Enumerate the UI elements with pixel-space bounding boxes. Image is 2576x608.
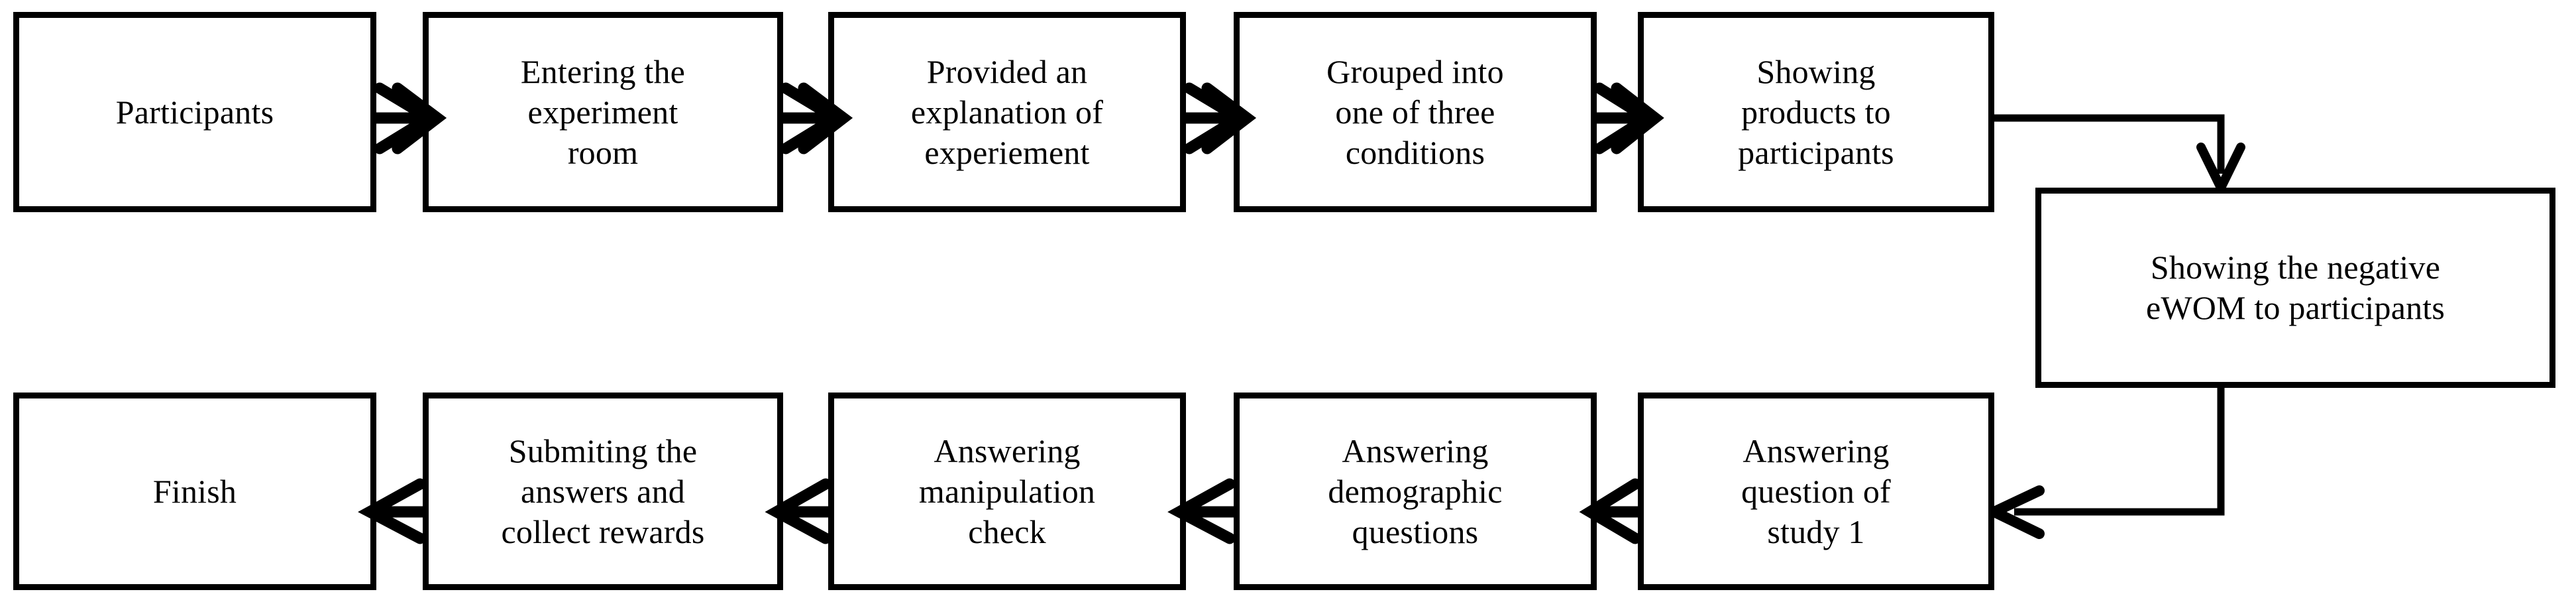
node-participants-label: Participants xyxy=(115,93,274,131)
node-finish-label: Finish xyxy=(152,472,237,510)
node-answering-demographic[interactable]: Answering demographic questions xyxy=(1234,393,1597,590)
node-submitting-answers-label: Submiting the answers and collect reward… xyxy=(501,432,705,550)
arrow-manipulation-to-submitting xyxy=(765,478,832,544)
node-participants[interactable]: Participants xyxy=(13,12,376,212)
node-answering-study1-label: Answering question of study 1 xyxy=(1741,432,1891,550)
arrow-submitting-to-finish xyxy=(358,478,426,544)
node-answering-demographic-label: Answering demographic questions xyxy=(1328,432,1503,550)
arrow-study1-to-demographic xyxy=(1579,478,1641,544)
node-showing-products[interactable]: Showing products to participants xyxy=(1638,12,1994,212)
node-grouped-conditions[interactable]: Grouped into one of three conditions xyxy=(1234,12,1597,212)
node-finish[interactable]: Finish xyxy=(13,393,376,590)
node-explanation[interactable]: Provided an explanation of experiement xyxy=(828,12,1186,212)
node-entering-room[interactable]: Entering the experiment room xyxy=(423,12,783,212)
arrow-demographic-to-manipulation xyxy=(1167,478,1236,544)
connector-ewom-to-answering-study1 xyxy=(1989,388,2225,539)
node-submitting-answers[interactable]: Submiting the answers and collect reward… xyxy=(423,393,783,590)
node-grouped-conditions-label: Grouped into one of three conditions xyxy=(1326,52,1504,171)
node-answering-study1[interactable]: Answering question of study 1 xyxy=(1638,393,1994,590)
node-answering-manipulation-label: Answering manipulation check xyxy=(918,432,1096,550)
connector-showing-products-to-ewom xyxy=(1994,114,2245,192)
node-showing-products-label: Showing products to participants xyxy=(1738,52,1894,171)
node-showing-ewom[interactable]: Showing the negative eWOM to participant… xyxy=(2035,188,2555,388)
node-entering-room-label: Entering the experiment room xyxy=(520,52,686,171)
node-answering-manipulation[interactable]: Answering manipulation check xyxy=(828,393,1186,590)
node-showing-ewom-label: Showing the negative eWOM to participant… xyxy=(2145,249,2445,326)
node-explanation-label: Provided an explanation of experiement xyxy=(910,52,1104,171)
